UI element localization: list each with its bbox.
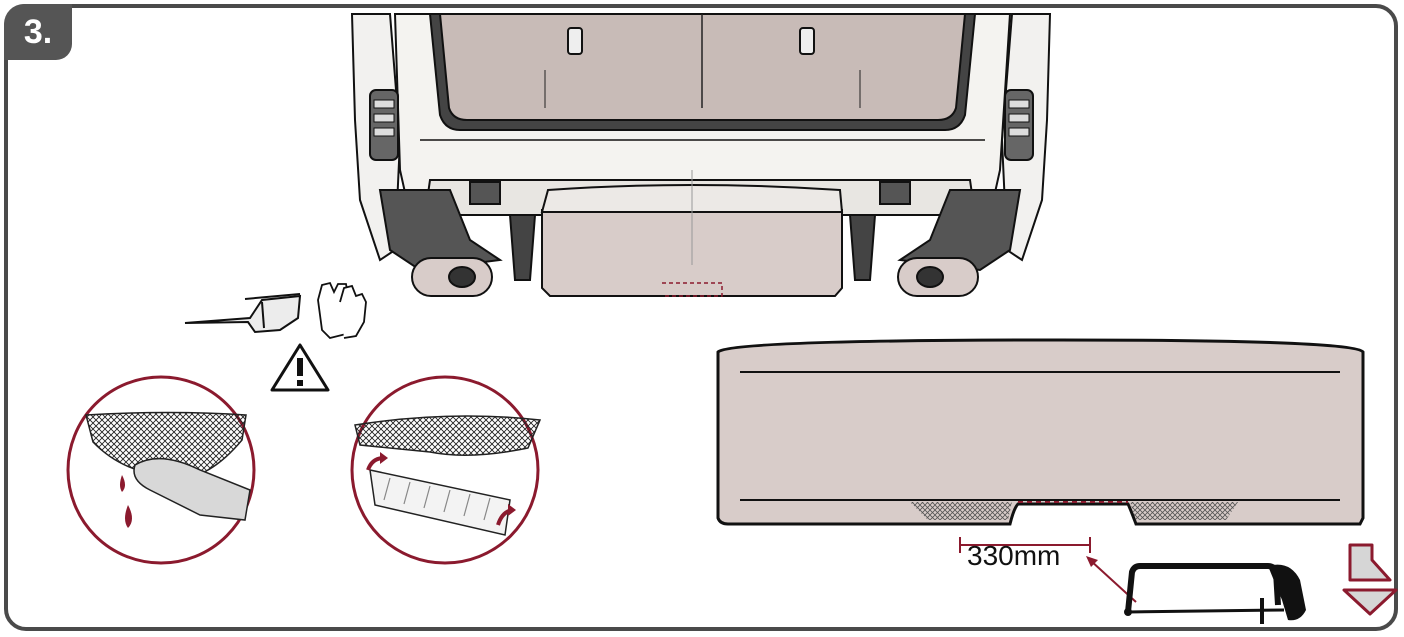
detail-circle-hand bbox=[66, 375, 256, 565]
vehicle-rear bbox=[350, 13, 1052, 297]
nav-arrows-icon[interactable] bbox=[1342, 543, 1398, 616]
dimension-line bbox=[959, 537, 1091, 553]
saw-icon bbox=[1086, 556, 1306, 624]
gloves-icon bbox=[317, 281, 367, 339]
detail-circle-protector bbox=[350, 375, 542, 565]
safety-glasses-icon bbox=[184, 293, 302, 334]
cut-width-label: 330mm bbox=[967, 540, 1061, 571]
step-number: 3. bbox=[4, 4, 72, 60]
step-frame bbox=[4, 4, 1398, 631]
bumper-panel-detail bbox=[716, 338, 1365, 526]
warning-icon bbox=[270, 343, 330, 392]
